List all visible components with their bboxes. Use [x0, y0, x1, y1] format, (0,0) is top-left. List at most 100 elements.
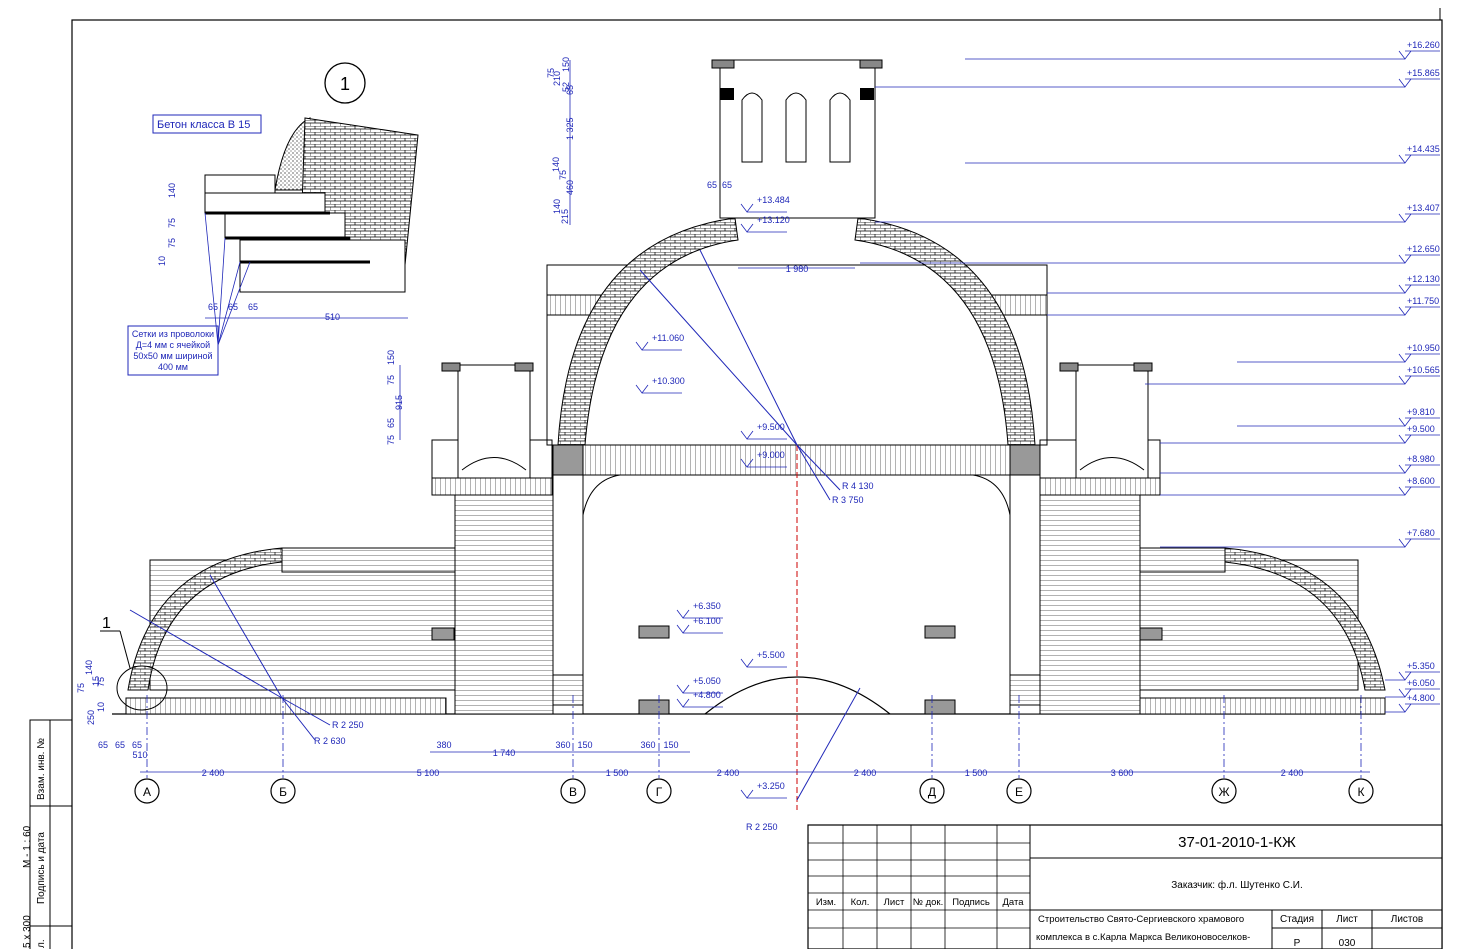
- level-mark: +14.435: [1407, 144, 1440, 154]
- mesh-line-3: 50х50 мм шириной: [133, 351, 212, 361]
- detail-dim-65b: 65: [228, 302, 238, 312]
- sheets-label: Листов: [1391, 914, 1424, 925]
- tb-h-doc: № док.: [913, 897, 943, 908]
- level-mark: +5.050: [693, 676, 721, 686]
- level-mark: +5.500: [757, 650, 785, 660]
- tower-dim: 65: [707, 180, 717, 190]
- corner-dim: 75: [76, 683, 86, 693]
- axis-label: В: [569, 785, 577, 799]
- mesh-line-4: 400 мм: [158, 362, 188, 372]
- project-line-1: Строительство Свято-Сергиевского храмово…: [1038, 914, 1244, 925]
- central-structure: [546, 59, 1048, 810]
- small-dim: 360: [555, 740, 570, 750]
- axis-bubble: [919, 778, 945, 804]
- concrete-label: Бетон класса В 15: [157, 119, 250, 131]
- tower-dim: 52: [561, 82, 571, 92]
- tower-dim: 150: [561, 57, 571, 72]
- level-mark: +9.810: [1407, 407, 1435, 417]
- axis-dim: 1 500: [965, 768, 988, 778]
- small-dim: 65: [132, 740, 142, 750]
- level-mark: +13.484: [757, 195, 790, 205]
- level-mark: +9.500: [1407, 424, 1435, 434]
- project-line-2: комплекса в с.Карла Маркса Великоновосел…: [1036, 932, 1250, 943]
- sheet-label: Лист: [1336, 914, 1358, 925]
- level-mark: +15.865: [1407, 68, 1440, 78]
- axis-label: Ж: [1218, 785, 1229, 799]
- radius-label: R 2 250: [746, 822, 778, 832]
- axis-bubble: [1211, 778, 1237, 804]
- mesh-line-1: Сетки из проволоки: [132, 329, 214, 339]
- callout-number: 1: [102, 615, 111, 632]
- tower-dim: 215: [560, 209, 570, 224]
- mesh-line-2: Д=4 мм с ячейкой: [136, 340, 210, 350]
- axis-label: Д: [928, 785, 936, 799]
- axis-bubble: [560, 778, 586, 804]
- detail-dim-510: 510: [325, 312, 340, 322]
- level-mark: +4.800: [1407, 693, 1435, 703]
- small-dim: 380: [436, 740, 451, 750]
- small-dim: 360: [640, 740, 655, 750]
- small-dim: 65: [115, 740, 125, 750]
- radius-label: R 3 750: [832, 495, 864, 505]
- level-mark: +6.350: [693, 601, 721, 611]
- drawing-code: 37-01-2010-1-КЖ: [1178, 834, 1296, 851]
- stage-value: Р: [1294, 938, 1301, 949]
- level-mark: +16.260: [1407, 40, 1440, 50]
- tower-dim: 75: [558, 170, 568, 180]
- level-mark: +6.050: [1407, 678, 1435, 688]
- format-label: 5 х 300: [22, 915, 33, 948]
- dome-width: 1 980: [786, 264, 809, 274]
- level-mark: +10.300: [652, 376, 685, 386]
- axis-label: К: [1358, 785, 1365, 799]
- right-side-vault: [1039, 362, 1386, 715]
- sign-label: Подпись и дата: [36, 832, 47, 904]
- title-block: Изм. Кол. Лист № док. Подпись Дата 37-01…: [807, 824, 1443, 949]
- level-mark: +10.565: [1407, 365, 1440, 375]
- detail-1: 1 Бетон класса В 15 Сетки из проволоки Д…: [127, 62, 419, 376]
- sheet-value: 030: [1339, 938, 1356, 949]
- level-mark: +4.800: [693, 690, 721, 700]
- corner-dim: 15: [91, 676, 101, 686]
- tb-h-list: Лист: [884, 897, 905, 908]
- tower-dim: 75: [546, 68, 556, 78]
- callout-1: 1: [100, 615, 168, 711]
- stage-label: Стадия: [1280, 914, 1314, 925]
- level-mark: +11.060: [652, 333, 684, 343]
- corner-dim: 250: [86, 710, 96, 725]
- left-dim: 75: [386, 435, 396, 445]
- radius-label: R 2 250: [332, 720, 364, 730]
- small-dim: 150: [577, 740, 592, 750]
- detail-dim-75a: 75: [167, 218, 177, 228]
- left-dim: 915: [394, 395, 404, 410]
- detail-dim-10: 10: [157, 256, 167, 266]
- axis-bubble: [1348, 778, 1374, 804]
- axis-dim: 1 740: [493, 748, 516, 758]
- left-side-vault: [125, 362, 554, 715]
- level-mark: +13.407: [1407, 203, 1440, 213]
- axis-label: Е: [1015, 785, 1023, 799]
- small-dim: 150: [663, 740, 678, 750]
- drawing-frame: [71, 19, 1443, 949]
- small-dim: 65: [98, 740, 108, 750]
- inv-label: Взам. инв. №: [36, 738, 47, 800]
- level-mark: +3.250: [757, 781, 785, 791]
- tower-dim: 210: [552, 71, 562, 86]
- level-mark: +12.650: [1407, 244, 1440, 254]
- axis-dim: 5 100: [417, 768, 440, 778]
- side-stamp: Взам. инв. № Подпись и дата М - 1 : 60 5…: [22, 719, 73, 949]
- detail-dim-65c: 65: [248, 302, 258, 312]
- level-mark: +6.100: [693, 616, 721, 626]
- axis-dim: 2 400: [1281, 768, 1304, 778]
- tower-dim: 140: [551, 157, 561, 172]
- left-dim: 65: [386, 418, 396, 428]
- detail-dim-75b: 75: [167, 238, 177, 248]
- level-mark: +7.680: [1407, 528, 1435, 538]
- tb-h-kol: Кол.: [851, 897, 870, 908]
- level-mark: +11.750: [1407, 296, 1439, 306]
- level-mark: +9.000: [757, 450, 785, 460]
- axis-dim: 2 400: [202, 768, 225, 778]
- tower-dim: 140: [552, 199, 562, 214]
